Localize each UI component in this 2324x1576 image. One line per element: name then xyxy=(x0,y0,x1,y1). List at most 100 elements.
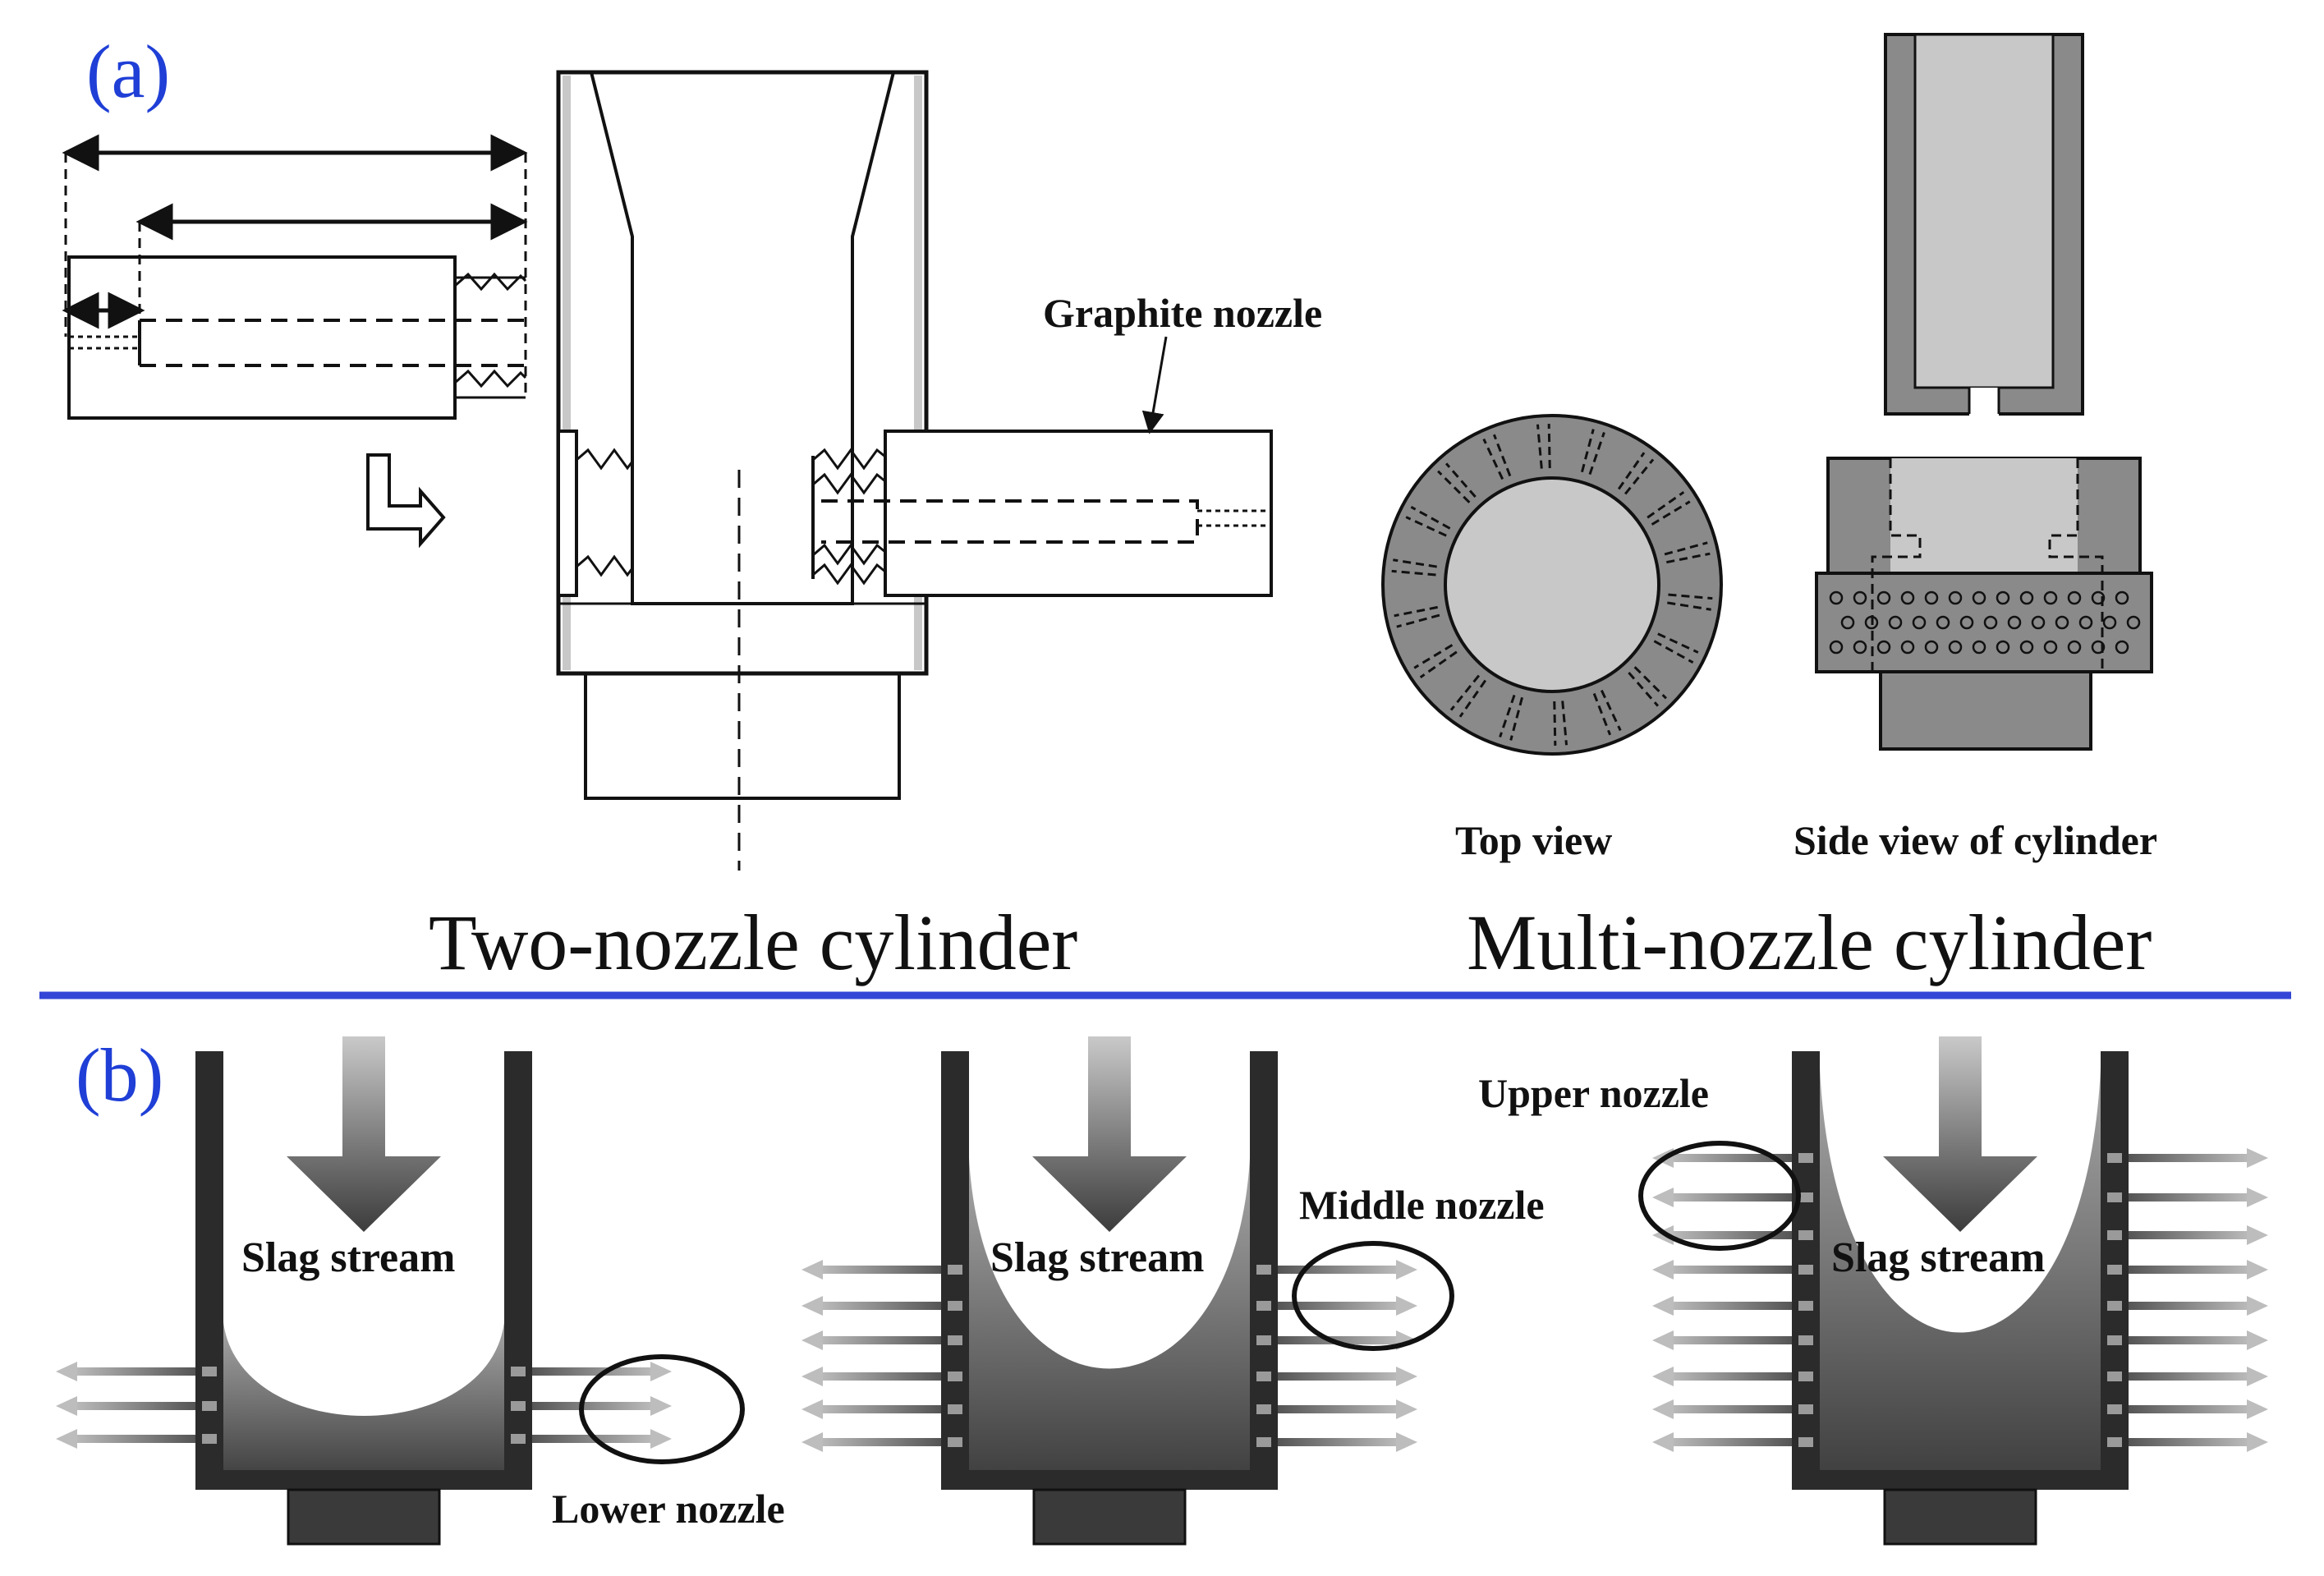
nozzle-hole xyxy=(1983,615,1998,630)
wall-nozzle-slot xyxy=(2107,1437,2122,1447)
slag-jet-right-head xyxy=(1396,1399,1417,1419)
top-view-label: Top view xyxy=(1455,817,1612,863)
wall-nozzle-slot xyxy=(511,1401,526,1411)
wall-nozzle-slot xyxy=(1256,1372,1271,1381)
crucible-2 xyxy=(801,1036,1417,1546)
slag-jet-left xyxy=(1669,1266,1792,1274)
nozzle-hole xyxy=(2078,615,2093,630)
wall-nozzle-slot xyxy=(202,1401,217,1411)
multi-nozzle-top-view xyxy=(1381,414,1723,756)
wall-nozzle-slot xyxy=(1798,1404,1813,1414)
slag-jet-right xyxy=(1278,1405,1401,1413)
slag-jet-left xyxy=(818,1372,941,1381)
upper-nozzle-highlight xyxy=(1638,1141,1801,1251)
slag-jet-left xyxy=(72,1367,195,1376)
wall-nozzle-slot xyxy=(1798,1230,1813,1240)
slag-stream-label-1: Slag stream xyxy=(241,1234,455,1281)
nozzle-hole xyxy=(1829,590,1844,605)
multi-nozzle-title: Multi-nozzle cylinder xyxy=(1467,898,2152,986)
nozzle-hole xyxy=(2031,615,2046,630)
wall-nozzle-slot xyxy=(1256,1437,1271,1447)
wall-nozzle-slot xyxy=(2107,1301,2122,1311)
nozzle-channel-line xyxy=(1419,650,1458,679)
nozzle-hole xyxy=(1972,590,1986,605)
wall-nozzle-slot xyxy=(2107,1230,2122,1240)
slag-jet-left-head xyxy=(801,1260,823,1280)
nozzle-channel-line xyxy=(1666,552,1711,564)
slag-jet-left xyxy=(818,1266,941,1274)
graphite-nozzle-label: Graphite nozzle xyxy=(1043,290,1322,336)
nozzle-hole xyxy=(2091,640,2106,655)
nozzle-hole xyxy=(1900,590,1915,605)
nozzle-hole xyxy=(1959,615,1974,630)
nozzle-hole xyxy=(2115,590,2129,605)
nozzle-channel-line xyxy=(1437,470,1471,503)
wall-nozzle-slot xyxy=(2107,1192,2122,1202)
slag-jet-left-head xyxy=(56,1396,77,1416)
slag-jet-left xyxy=(818,1405,941,1413)
two-nozzle-cylinder-drawing xyxy=(556,70,1273,871)
slag-jet-left xyxy=(1669,1372,1792,1381)
slag-jet-right xyxy=(532,1402,655,1410)
wall-nozzle-slot xyxy=(2107,1335,2122,1345)
nozzle-channel-line xyxy=(1444,462,1477,499)
nozzle-part-drawing xyxy=(62,134,528,420)
wall-nozzle-slot xyxy=(1798,1192,1813,1202)
slag-jet-right-head xyxy=(2247,1225,2268,1245)
nozzle-channel-line xyxy=(1396,613,1440,628)
crucible-floor xyxy=(195,1470,532,1490)
nozzle-hole xyxy=(1864,615,1879,630)
wall-nozzle-slot xyxy=(202,1434,217,1444)
slag-jet-right-head xyxy=(2247,1148,2268,1168)
slag-jet-right xyxy=(2129,1154,2252,1162)
slag-jet-left xyxy=(818,1438,941,1446)
slag-jet-right-head xyxy=(2247,1432,2268,1452)
slag-jet-right xyxy=(2129,1302,2252,1310)
nozzle-channel-line xyxy=(1405,516,1447,537)
slag-jet-right xyxy=(2129,1438,2252,1446)
nozzle-channel-line xyxy=(1667,601,1711,611)
nozzle-hole xyxy=(2019,590,2034,605)
wall-nozzle-slot xyxy=(2107,1372,2122,1381)
slag-jet-right xyxy=(2129,1405,2252,1413)
nozzle-channel-line xyxy=(1600,689,1622,732)
wall-nozzle-slot xyxy=(1798,1153,1813,1163)
nozzle-hole xyxy=(2019,640,2034,655)
nozzle-hole xyxy=(1948,590,1963,605)
slag-jet-left-head xyxy=(801,1367,823,1386)
lower-nozzle-label: Lower nozzle xyxy=(552,1486,785,1532)
nozzle-channel-line xyxy=(1394,605,1438,618)
crucible-illustrations xyxy=(56,1036,2268,1546)
slag-jet-left-head xyxy=(801,1330,823,1350)
slag-jet-left xyxy=(818,1336,941,1344)
crucible-base xyxy=(1032,1488,1187,1546)
nozzle-hole xyxy=(2102,615,2117,630)
nozzle-hole xyxy=(2091,590,2106,605)
slag-jet-right-head xyxy=(1396,1367,1417,1386)
crucible-base xyxy=(287,1488,441,1546)
slag-jet-right xyxy=(532,1367,655,1376)
slag-jet-right-head xyxy=(1396,1296,1417,1316)
slag-jet-right xyxy=(1278,1372,1401,1381)
nozzle-channel-line xyxy=(1647,490,1685,519)
slag-jet-right-head xyxy=(2247,1367,2268,1386)
slag-jet-left-head xyxy=(1652,1367,1674,1386)
slag-jet-left-head xyxy=(801,1399,823,1419)
slag-jet-left xyxy=(818,1302,941,1310)
slag-jet-left-head xyxy=(56,1429,77,1449)
nozzle-channel-line xyxy=(1536,424,1543,469)
nozzle-hole xyxy=(2067,590,2082,605)
nozzle-hole xyxy=(1996,640,2010,655)
nozzle-channel-line xyxy=(1592,692,1612,736)
nozzle-hole xyxy=(1924,590,1939,605)
nozzle-hole xyxy=(1936,615,1950,630)
slag-jet-right-head xyxy=(650,1429,672,1449)
crucible-3 xyxy=(1652,1036,2268,1546)
slag-jet-right xyxy=(1278,1438,1401,1446)
slag-jet-left xyxy=(72,1435,195,1443)
nozzle-hole xyxy=(2043,640,2058,655)
wall-nozzle-slot xyxy=(1256,1404,1271,1414)
nozzle-channel-line xyxy=(1653,640,1694,664)
crucible-base xyxy=(1883,1488,2037,1546)
